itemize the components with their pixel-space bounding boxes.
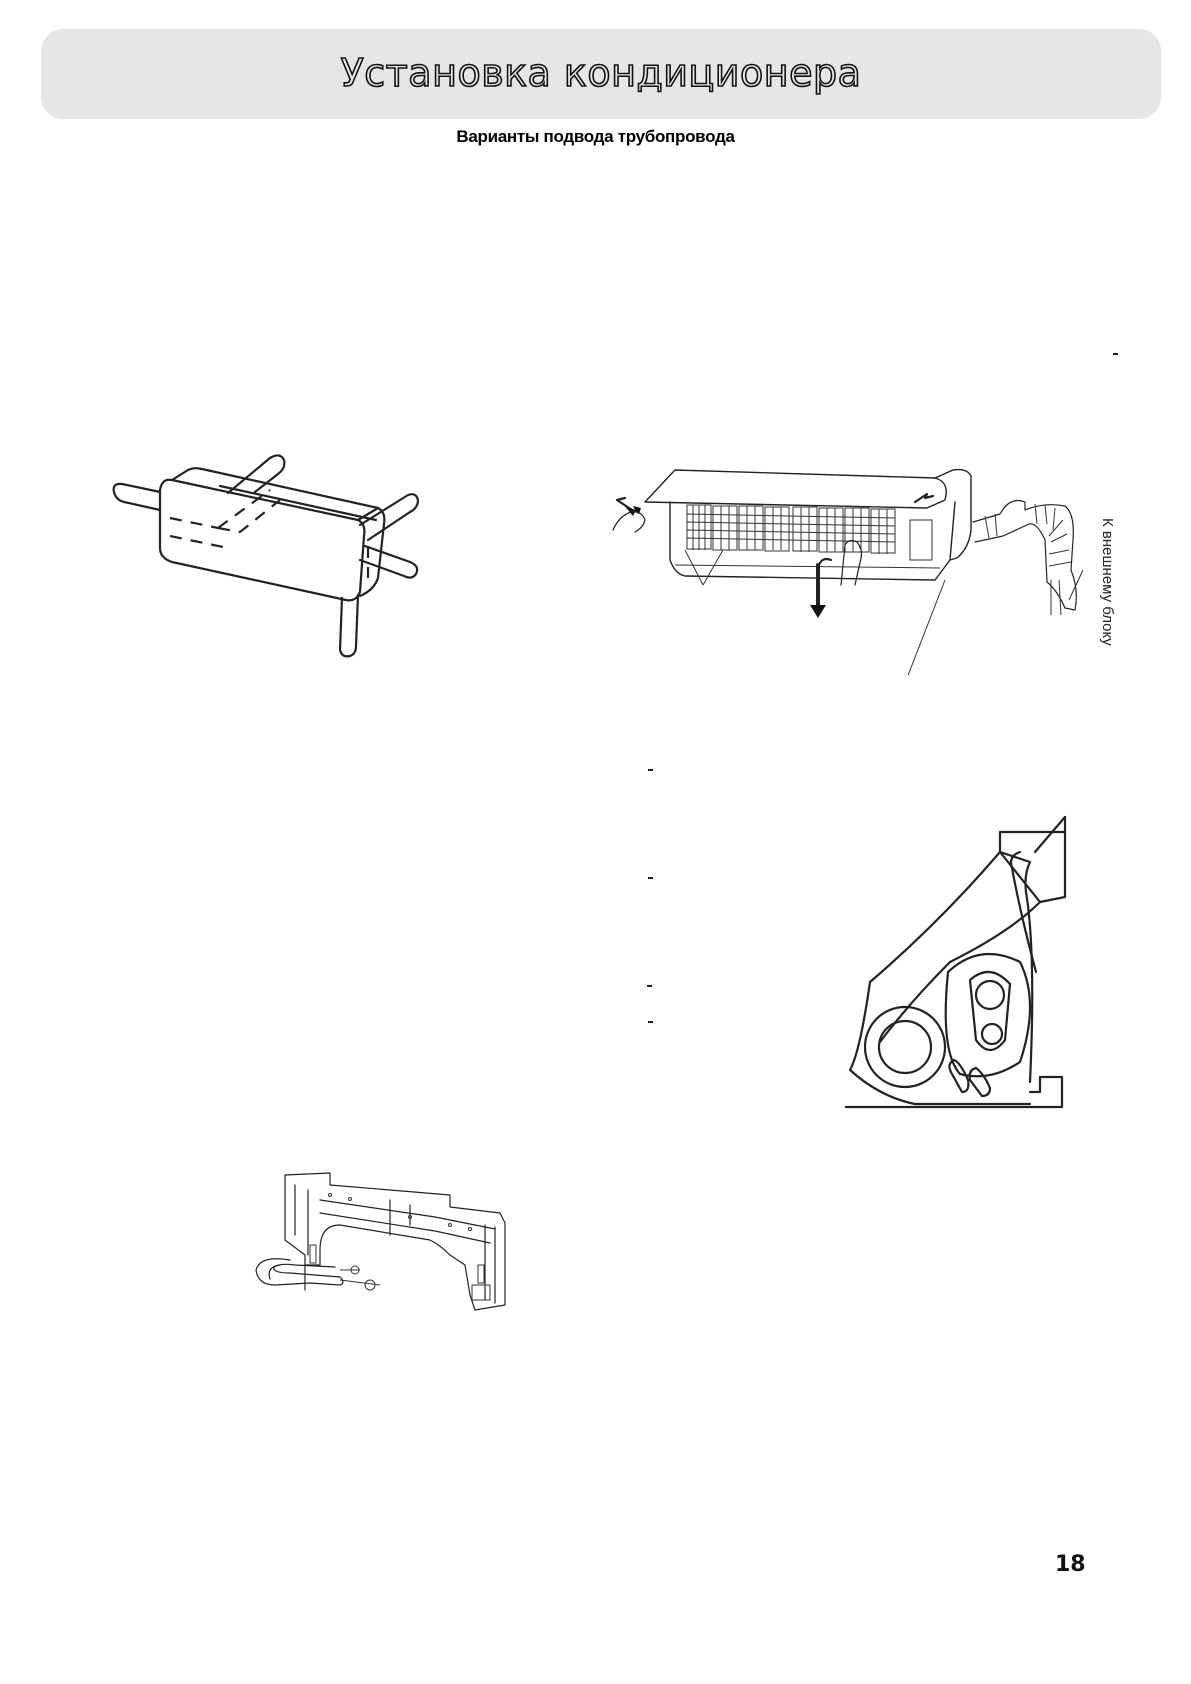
section-subtitle: Варианты подвода трубопровода <box>456 127 735 146</box>
to-outdoor-unit-label: К внешнему блоку <box>1099 518 1116 646</box>
pipe-bundle-cross-section-diagram <box>844 815 1067 1109</box>
indoor-unit-open-panel-illustration <box>612 468 1084 675</box>
list-marker-dash <box>1113 353 1118 355</box>
page-number: 18 <box>1055 1552 1086 1577</box>
list-marker-dash <box>648 769 653 771</box>
page-header: Установка кондиционера <box>41 29 1161 119</box>
list-marker-dash <box>648 1021 653 1023</box>
mounting-plate-illustration <box>255 1172 506 1311</box>
list-marker-dash <box>647 985 652 987</box>
page-title: Установка кондиционера <box>340 50 862 96</box>
list-marker-dash <box>648 877 653 879</box>
indoor-unit-pipe-directions-diagram <box>112 454 420 658</box>
